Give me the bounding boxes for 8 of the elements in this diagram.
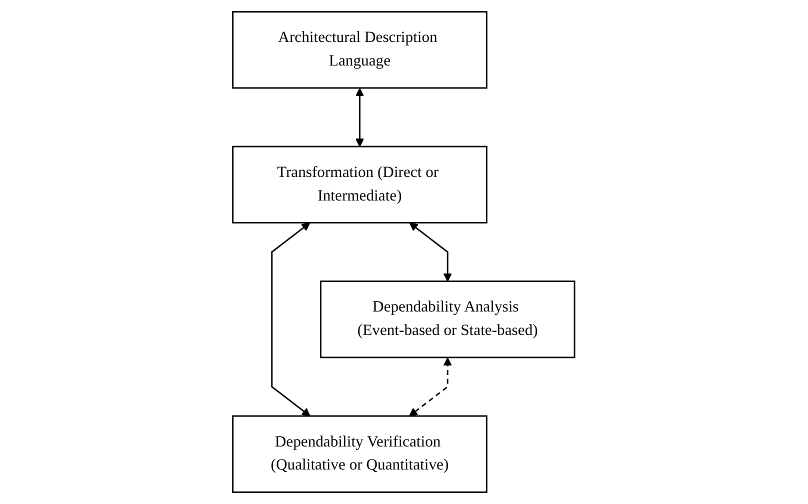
node-box: Dependability Analysis (Event-based or State-based) bbox=[320, 280, 576, 358]
arrow bbox=[410, 222, 452, 282]
node-box: Dependability Verification (Qualitative or Quantitative) bbox=[232, 415, 488, 493]
node-box: Architectural Description Language bbox=[232, 11, 488, 89]
arrow bbox=[271, 222, 311, 416]
arrow bbox=[409, 357, 452, 416]
arrow bbox=[356, 88, 364, 147]
node-box: Transformation (Direct or Intermediate) bbox=[232, 146, 488, 224]
